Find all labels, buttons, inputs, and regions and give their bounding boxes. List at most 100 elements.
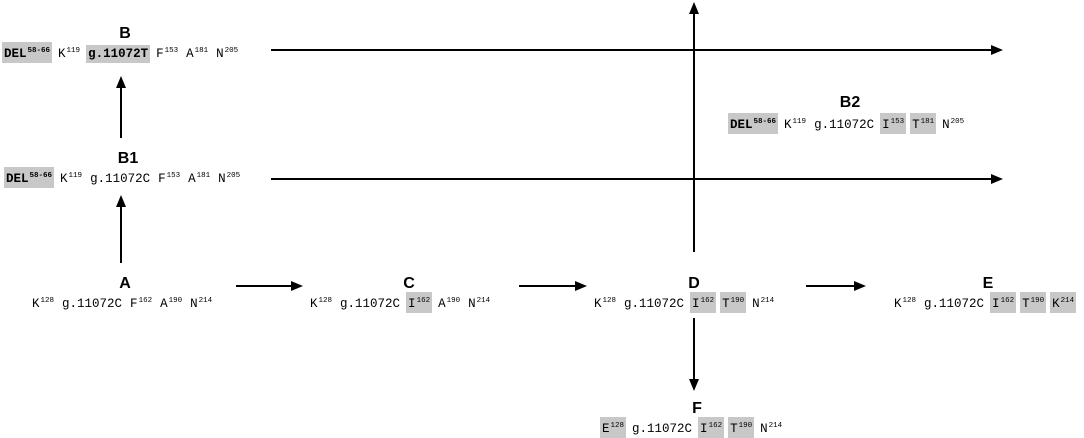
residue-letter: K xyxy=(32,297,40,311)
residue-letter: I xyxy=(408,297,416,311)
residue-position: 214 xyxy=(476,297,491,305)
residue-token: F162 xyxy=(128,292,154,313)
residue-token: T190 xyxy=(1020,292,1047,313)
residue-token: DEL58-66 xyxy=(728,113,779,134)
residue-position: 128 xyxy=(40,297,55,305)
residue-token: F153 xyxy=(156,167,182,188)
residue-token: A181 xyxy=(184,42,210,63)
residue-position: 162 xyxy=(138,297,153,305)
arrow-d-to-f xyxy=(689,318,699,391)
residue-token: F153 xyxy=(154,42,180,63)
residue-letter: A xyxy=(438,297,446,311)
arrow-b1-right xyxy=(271,174,1003,184)
residue-position: 205 xyxy=(224,47,239,55)
residue-letter: g.11072C xyxy=(90,172,151,186)
residue-token: I162 xyxy=(990,292,1017,313)
residue-position: 153 xyxy=(164,47,179,55)
residue-letter: g.11072T xyxy=(88,47,149,61)
residue-letter: F xyxy=(130,297,138,311)
node-b2-title: B2 xyxy=(839,94,861,111)
residue-position: 162 xyxy=(1000,297,1015,305)
residue-letter: K xyxy=(1052,297,1060,311)
residue-position: 190 xyxy=(1030,297,1045,305)
arrow-b-right xyxy=(271,45,1003,55)
residue-letter: A xyxy=(188,172,196,186)
residue-letter: I xyxy=(992,297,1000,311)
residue-position: 162 xyxy=(700,297,715,305)
residue-token: T181 xyxy=(910,113,937,134)
residue-token: N214 xyxy=(758,417,784,438)
residue-token: T190 xyxy=(720,292,747,313)
residue-token: A190 xyxy=(158,292,184,313)
residue-letter: A xyxy=(160,297,168,311)
residue-position: 190 xyxy=(738,422,753,430)
residue-token: N214 xyxy=(750,292,776,313)
residue-position: 214 xyxy=(768,422,783,430)
residue-token: I153 xyxy=(880,113,907,134)
residue-position: 119 xyxy=(66,47,81,55)
residue-letter: K xyxy=(784,118,792,132)
residue-position: 190 xyxy=(446,297,461,305)
residue-position: 153 xyxy=(890,118,905,126)
residue-position: 214 xyxy=(198,297,213,305)
residue-position: 119 xyxy=(792,118,807,126)
residue-letter: I xyxy=(882,118,890,132)
residue-position: 58-66 xyxy=(753,118,777,126)
residue-position: 162 xyxy=(708,422,723,430)
arrow-d-up xyxy=(689,2,699,252)
arrow-a-to-c xyxy=(236,281,303,291)
residue-position: 128 xyxy=(610,422,625,430)
residue-token: g.11072C xyxy=(812,116,876,134)
residue-letter: g.11072C xyxy=(340,297,401,311)
node-b1-title: B1 xyxy=(117,150,139,167)
residue-token: I162 xyxy=(406,292,433,313)
residue-letter: N xyxy=(190,297,198,311)
arrow-b1-to-b xyxy=(116,76,126,138)
residue-token: g.11072C xyxy=(630,420,694,438)
residue-letter: K xyxy=(594,297,602,311)
residue-position: 181 xyxy=(920,118,935,126)
residue-position: 190 xyxy=(730,297,745,305)
residue-token: K214 xyxy=(1050,292,1077,313)
node-b-title: B xyxy=(119,25,131,42)
residue-token: A190 xyxy=(436,292,462,313)
residue-token: K128 xyxy=(892,292,918,313)
residue-position: 128 xyxy=(318,297,333,305)
residue-letter: N xyxy=(760,422,768,436)
residue-position: 162 xyxy=(416,297,431,305)
residue-letter: g.11072C xyxy=(624,297,685,311)
residue-token: K119 xyxy=(58,167,84,188)
residue-position: 190 xyxy=(168,297,183,305)
residue-letter: DEL xyxy=(4,47,27,61)
residue-position: 58-66 xyxy=(29,172,53,180)
residue-token: K119 xyxy=(782,113,808,134)
residue-position: 181 xyxy=(194,47,209,55)
node-e-title: E xyxy=(982,275,994,292)
residue-letter: F xyxy=(156,47,164,61)
residue-token: DEL58-66 xyxy=(2,42,53,63)
residue-token: E128 xyxy=(600,417,627,438)
residue-letter: DEL xyxy=(6,172,29,186)
residue-letter: T xyxy=(1022,297,1030,311)
residue-letter: K xyxy=(58,47,66,61)
residue-token: N205 xyxy=(940,113,966,134)
node-c-title: C xyxy=(403,275,415,292)
residue-letter: I xyxy=(700,422,708,436)
residue-position: 128 xyxy=(902,297,917,305)
residue-letter: K xyxy=(60,172,68,186)
residue-token: K128 xyxy=(30,292,56,313)
residue-letter: I xyxy=(692,297,700,311)
residue-token: K119 xyxy=(56,42,82,63)
residue-letter: K xyxy=(310,297,318,311)
residue-token: DEL58-66 xyxy=(4,167,55,188)
residue-letter: DEL xyxy=(730,118,753,132)
residue-letter: E xyxy=(602,422,610,436)
